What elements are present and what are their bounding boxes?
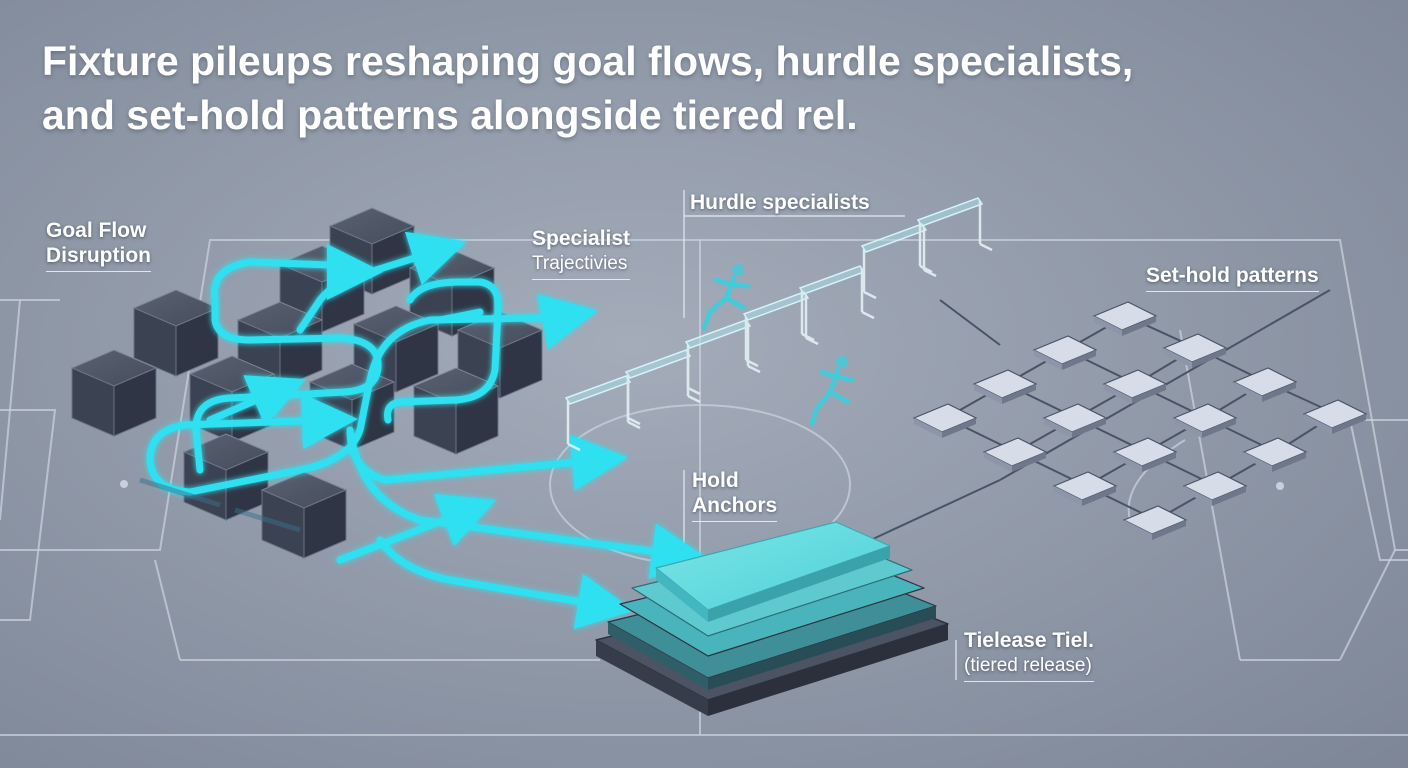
hurdle-icon	[916, 196, 994, 274]
label-hurdle-specialists: Hurdle specialists	[690, 190, 870, 215]
cube-block-icon	[413, 367, 499, 455]
pitch-spot-right	[1276, 482, 1284, 490]
tile-icon	[983, 437, 1047, 473]
tile-icon	[1053, 471, 1117, 507]
label-tielease-line-2: (tiered release)	[964, 655, 1092, 676]
label-goal-flow-line-2: Disruption	[46, 244, 151, 267]
tile-icon	[913, 403, 977, 439]
page-title-line-2: and set-hold patterns alongside tiered r…	[42, 92, 858, 138]
label-set-hold-patterns: Set-hold patterns	[1146, 263, 1319, 292]
goal-flow-paths	[146, 231, 708, 630]
tile-icon	[1093, 301, 1157, 337]
tile-icon	[1033, 335, 1097, 371]
label-set-hold-patterns-text: Set-hold patterns	[1146, 264, 1319, 287]
hurdle-icon	[860, 222, 938, 300]
tile-icon	[1113, 437, 1177, 473]
label-tielease-line-1: Tielease Tiel.	[964, 629, 1094, 652]
label-specialist-line-2: Trajectivies	[532, 253, 628, 274]
cube-block-icon	[261, 471, 347, 559]
page-title: Fixture pileups reshaping goal flows, hu…	[42, 34, 1362, 142]
runner-icon	[809, 356, 855, 427]
runner-icon	[701, 264, 751, 331]
tile-icon	[1173, 403, 1237, 439]
label-hurdle-specialists-text: Hurdle specialists	[690, 191, 870, 214]
label-tielease-tiel: Tielease Tiel. (tiered release)	[964, 628, 1094, 682]
hurdle-icon	[742, 290, 820, 368]
tiered-release-stack	[595, 521, 949, 716]
set-hold-tiles	[913, 301, 1367, 541]
tile-icon	[973, 369, 1037, 405]
label-specialist-trajectivies: Specialist Trajectivies	[532, 226, 631, 280]
tile-icon	[1233, 367, 1297, 403]
label-hold-anchors-line-2: Anchors	[692, 494, 778, 517]
label-goal-flow-line-1: Goal Flow	[46, 219, 147, 242]
tile-icon	[1163, 333, 1227, 369]
label-hold-anchors: Hold Anchors	[692, 468, 778, 522]
page-title-line-1: Fixture pileups reshaping goal flows, hu…	[42, 38, 1134, 84]
cube-block-icon	[133, 289, 219, 377]
label-specialist-line-1: Specialist	[532, 227, 631, 250]
flow-shadow-arrows	[139, 477, 301, 533]
pitch-spot-left	[120, 480, 128, 488]
tile-icon	[1043, 403, 1107, 439]
hurdle-icon	[684, 318, 762, 396]
tile-icon	[1103, 369, 1167, 405]
tile-icon	[1183, 471, 1247, 507]
label-hold-anchors-line-1: Hold	[692, 469, 739, 492]
set-hold-network-lines	[945, 315, 1337, 521]
cube-block-icon	[71, 349, 157, 437]
label-goal-flow-disruption: Goal Flow Disruption	[46, 218, 151, 272]
tile-icon	[1123, 505, 1187, 541]
tile-icon	[1243, 437, 1307, 473]
